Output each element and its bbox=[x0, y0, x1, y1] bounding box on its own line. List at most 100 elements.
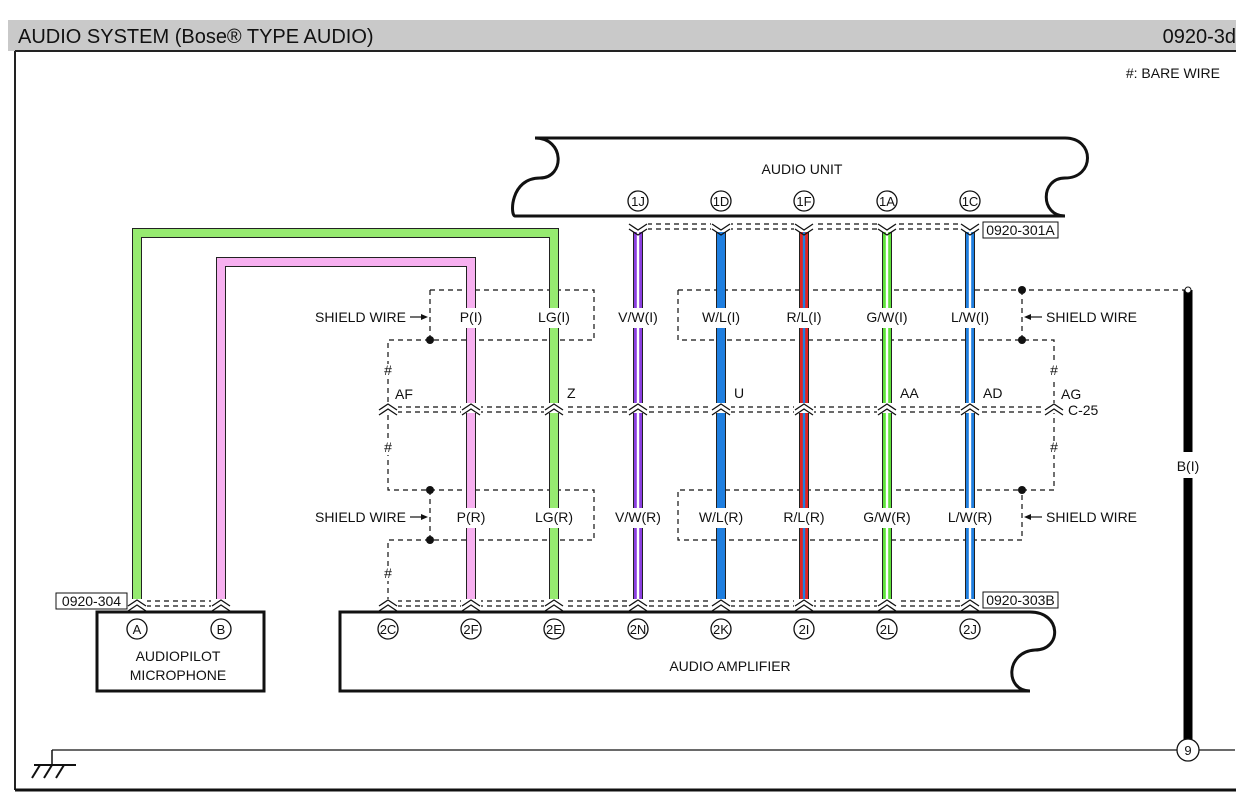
wire-gwi-upper-label: G/W(I) bbox=[866, 309, 907, 325]
amplifier-pin-label: 2K bbox=[713, 622, 729, 637]
audio-unit-pin-label: 1F bbox=[796, 194, 811, 209]
amplifier-pin[interactable] bbox=[627, 618, 649, 640]
connector-chevron-icon bbox=[628, 403, 648, 416]
connector-chevron-icon bbox=[378, 403, 398, 416]
amplifier-pin-label: 2F bbox=[463, 622, 478, 637]
splice-dot bbox=[426, 536, 434, 544]
splice-dot bbox=[426, 336, 434, 344]
audio-amplifier-label: AUDIO AMPLIFIER bbox=[669, 658, 790, 674]
audio-amplifier[interactable] bbox=[338, 610, 1057, 693]
wire-gwi-lower-label: G/W(R) bbox=[863, 509, 910, 525]
audio-unit-label: AUDIO UNIT bbox=[762, 161, 843, 177]
audio-unit-pin-label: 1J bbox=[631, 194, 645, 209]
wire-pi[interactable] bbox=[216, 257, 476, 603]
amplifier-pin[interactable] bbox=[793, 618, 815, 640]
amplifier-pin[interactable] bbox=[710, 618, 732, 640]
wire-lgi[interactable] bbox=[132, 228, 559, 603]
connector-chevron-icon bbox=[794, 599, 814, 612]
splice-dot bbox=[1018, 486, 1026, 494]
bare-wire-mark: # bbox=[384, 565, 392, 581]
wire-lwi-upper-label: L/W(I) bbox=[951, 309, 989, 325]
wire-lwi-lower-label: L/W(R) bbox=[948, 509, 992, 525]
joint-connector-c25: C-25 bbox=[1068, 402, 1099, 418]
ground-wire-label: B(I) bbox=[1177, 458, 1200, 474]
connector-chevron-icon bbox=[628, 599, 648, 612]
connector-chevron-icon bbox=[378, 599, 398, 612]
connector-chevron-icon bbox=[211, 599, 231, 612]
wire-gwi-joint-pin: AA bbox=[900, 385, 919, 401]
connector-chevron-icon bbox=[877, 599, 897, 612]
connector-chevron-icon bbox=[794, 222, 814, 236]
splice-dot bbox=[426, 486, 434, 494]
audiopilot-microphone[interactable] bbox=[95, 610, 266, 693]
connector-chevron-icon bbox=[877, 403, 897, 416]
wire-pi-lower-label: P(R) bbox=[457, 509, 486, 525]
amplifier-pin[interactable] bbox=[876, 618, 898, 640]
amplifier-pin-label: 2J bbox=[963, 622, 977, 637]
diagram-title: AUDIO SYSTEM (Bose® TYPE AUDIO) bbox=[18, 26, 374, 48]
wire-pi-upper-label: P(I) bbox=[460, 309, 483, 325]
wire-vwi-upper-label: V/W(I) bbox=[618, 309, 658, 325]
wire-lwi-joint-pin: AD bbox=[983, 385, 1002, 401]
amplifier-pin[interactable] bbox=[460, 618, 482, 640]
shield-left bbox=[387, 289, 595, 603]
amplifier-pin-drain[interactable] bbox=[377, 618, 399, 640]
microphone-label-line1: AUDIOPILOT bbox=[136, 648, 221, 664]
amplifier-pin[interactable] bbox=[959, 618, 981, 640]
connector-chevron-icon bbox=[960, 599, 980, 612]
microphone-pin-label: B bbox=[217, 622, 226, 637]
connector-chevron-icon bbox=[628, 222, 648, 236]
audio-unit-pin[interactable] bbox=[710, 190, 732, 212]
connector-chevron-icon bbox=[877, 222, 897, 236]
microphone-pin[interactable] bbox=[210, 618, 232, 640]
shield-wire-label-lower-left: SHIELD WIRE bbox=[315, 509, 406, 525]
connector-chevron-icon bbox=[711, 403, 731, 416]
wire-rli-upper-label: R/L(I) bbox=[787, 309, 822, 325]
audio-unit-pin-label: 1A bbox=[879, 194, 895, 209]
connector-chevron-icon bbox=[461, 599, 481, 612]
microphone-pin-label: A bbox=[133, 622, 142, 637]
wire-wli-lower-label: W/L(R) bbox=[699, 509, 743, 525]
wire-wli-upper-label: W/L(I) bbox=[702, 309, 740, 325]
audio-unit-pin[interactable] bbox=[627, 190, 649, 212]
joint-pin-ag: AG bbox=[1061, 386, 1081, 402]
ground-point-label: 9 bbox=[1184, 743, 1191, 758]
connector-chevron-icon bbox=[1044, 403, 1064, 416]
ground-point[interactable] bbox=[1176, 738, 1200, 762]
microphone-label-line2: MICROPHONE bbox=[130, 667, 226, 683]
bare-wire-mark: # bbox=[384, 439, 392, 455]
connector-ref-microphone-label: 0920-304 bbox=[62, 593, 121, 609]
audio-unit-pin[interactable] bbox=[793, 190, 815, 212]
connector-chevron-icon bbox=[461, 403, 481, 416]
connector-ref-amplifier-label: 0920-303B bbox=[986, 592, 1055, 608]
connector-chevron-icon bbox=[794, 403, 814, 416]
shield-wire-label-upper-left: SHIELD WIRE bbox=[315, 309, 406, 325]
audio-unit-pin[interactable] bbox=[876, 190, 898, 212]
wire-wli-joint-pin: U bbox=[734, 385, 744, 401]
splice-dot bbox=[1018, 286, 1026, 294]
connector-chevron-icon bbox=[711, 599, 731, 612]
connector-chevron-icon bbox=[960, 403, 980, 416]
amplifier-pin[interactable] bbox=[543, 618, 565, 640]
wire-rli-lower-label: R/L(R) bbox=[783, 509, 824, 525]
connector-chevron-icon bbox=[544, 599, 564, 612]
connector-ref-audio-unit bbox=[982, 221, 1059, 239]
wire-lgi-lower-label: LG(R) bbox=[535, 509, 573, 525]
amplifier-pin-label: 2L bbox=[880, 622, 894, 637]
bare-wire-mark: # bbox=[384, 362, 392, 378]
bare-wire-mark: # bbox=[1050, 362, 1058, 378]
wire-lgi-upper-label: LG(I) bbox=[538, 309, 570, 325]
shield-right bbox=[677, 290, 1055, 541]
ground-icon bbox=[31, 750, 76, 779]
microphone-pin[interactable] bbox=[126, 618, 148, 640]
wire-lgi-joint-pin: Z bbox=[567, 385, 576, 401]
connector-chevron-icon bbox=[544, 403, 564, 416]
wire-vwi-lower-label: V/W(R) bbox=[615, 509, 661, 525]
connector-ref-microphone bbox=[55, 592, 128, 610]
audio-unit[interactable] bbox=[511, 136, 1089, 218]
shield-wire-label-lower-right: SHIELD WIRE bbox=[1046, 509, 1137, 525]
audio-unit-pin-label: 1D bbox=[713, 194, 730, 209]
audio-unit-pin[interactable] bbox=[959, 190, 981, 212]
amplifier-pin-label: 2N bbox=[630, 622, 647, 637]
